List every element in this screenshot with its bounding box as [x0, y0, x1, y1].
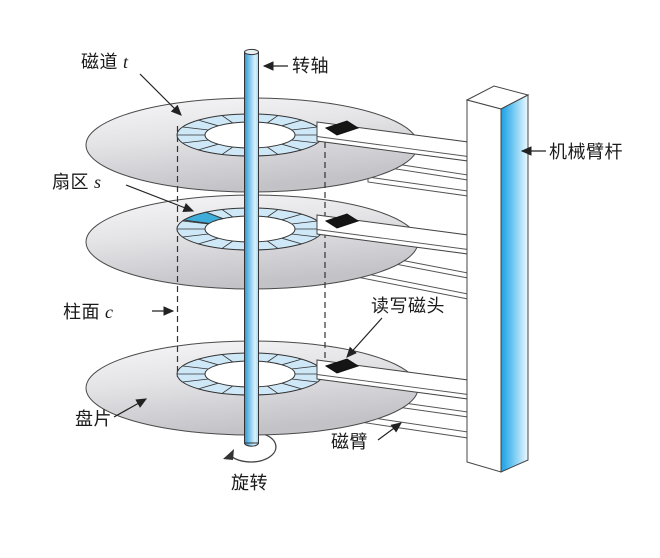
- ring-part: [291, 139, 318, 144]
- ring-part: [198, 237, 219, 245]
- ring-part: [198, 382, 219, 390]
- ring-part: [198, 119, 219, 127]
- ring-part: [281, 382, 302, 390]
- read-write-head-1: [324, 120, 360, 136]
- ring-part: [266, 115, 279, 124]
- ring-part: [221, 354, 234, 363]
- ring-part: [281, 143, 302, 151]
- ring-part: [281, 213, 302, 221]
- ring-part: [182, 126, 209, 131]
- arm-under-platter-1b: [367, 176, 469, 197]
- ring-part: [182, 220, 209, 225]
- platter-label: 盘片: [75, 409, 112, 429]
- ring-part: [182, 378, 209, 383]
- ring-part: [266, 354, 279, 363]
- spindle-top-cap: [244, 48, 259, 56]
- leader-read-write-head: [346, 317, 383, 358]
- ring-part: [291, 233, 318, 238]
- ring-part: [221, 385, 234, 394]
- ring-part: [291, 126, 318, 131]
- arm-label: 磁臂: [331, 432, 368, 452]
- ring-part: [291, 220, 318, 225]
- arm-under-platter-2b: [356, 271, 469, 300]
- ring-part: [221, 115, 234, 124]
- leader-platter: [113, 398, 148, 418]
- ring-part: [281, 119, 302, 127]
- ring-part: [182, 233, 209, 238]
- upper-arms: [316, 120, 469, 400]
- ring-part: [291, 365, 318, 370]
- spindle-rod: [244, 48, 259, 447]
- ring-part: [281, 237, 302, 245]
- rotation-label: 旋转: [231, 473, 268, 493]
- ring-part: [291, 378, 318, 383]
- read-write-head-3: [324, 358, 360, 374]
- ring-part: [198, 143, 219, 151]
- arm-platter-2-edge: [316, 229, 469, 250]
- arm-platter-1-edge: [316, 136, 469, 157]
- ring-part: [281, 358, 302, 366]
- spindle-shaft: [244, 51, 259, 444]
- ring-part: [221, 240, 234, 249]
- spindle-label: 转轴: [292, 56, 329, 76]
- arm-platter-3-edge: [316, 374, 469, 395]
- rotation-arc: [228, 434, 277, 463]
- actuator-bar-label: 机械臂杆: [549, 142, 623, 162]
- leader-arm: [377, 422, 402, 441]
- actuator-bar: [465, 85, 530, 473]
- leader-arrows: [113, 61, 546, 441]
- rotation-arrowhead: [223, 449, 234, 460]
- ring-part: [182, 139, 209, 144]
- leader-sector: [125, 184, 195, 213]
- actuator-bar-front-face: [466, 99, 502, 473]
- arm-under-platter-1a: [395, 163, 469, 181]
- ring-part: [182, 365, 209, 370]
- actuator-bar-blue-face: [500, 94, 529, 473]
- ring-part: [266, 146, 279, 155]
- rotation-indicator: [223, 434, 277, 463]
- ring-part: [198, 358, 219, 366]
- read-write-head-2: [324, 213, 360, 229]
- leader-track: [139, 73, 182, 116]
- ring-part: [221, 209, 234, 218]
- ring-part: [221, 146, 234, 155]
- read-write-head-label: 读写磁头: [371, 296, 445, 316]
- lower-arms: [356, 163, 469, 439]
- ring-part: [266, 385, 279, 394]
- ring-part: [266, 209, 279, 218]
- ring-part: [266, 240, 279, 249]
